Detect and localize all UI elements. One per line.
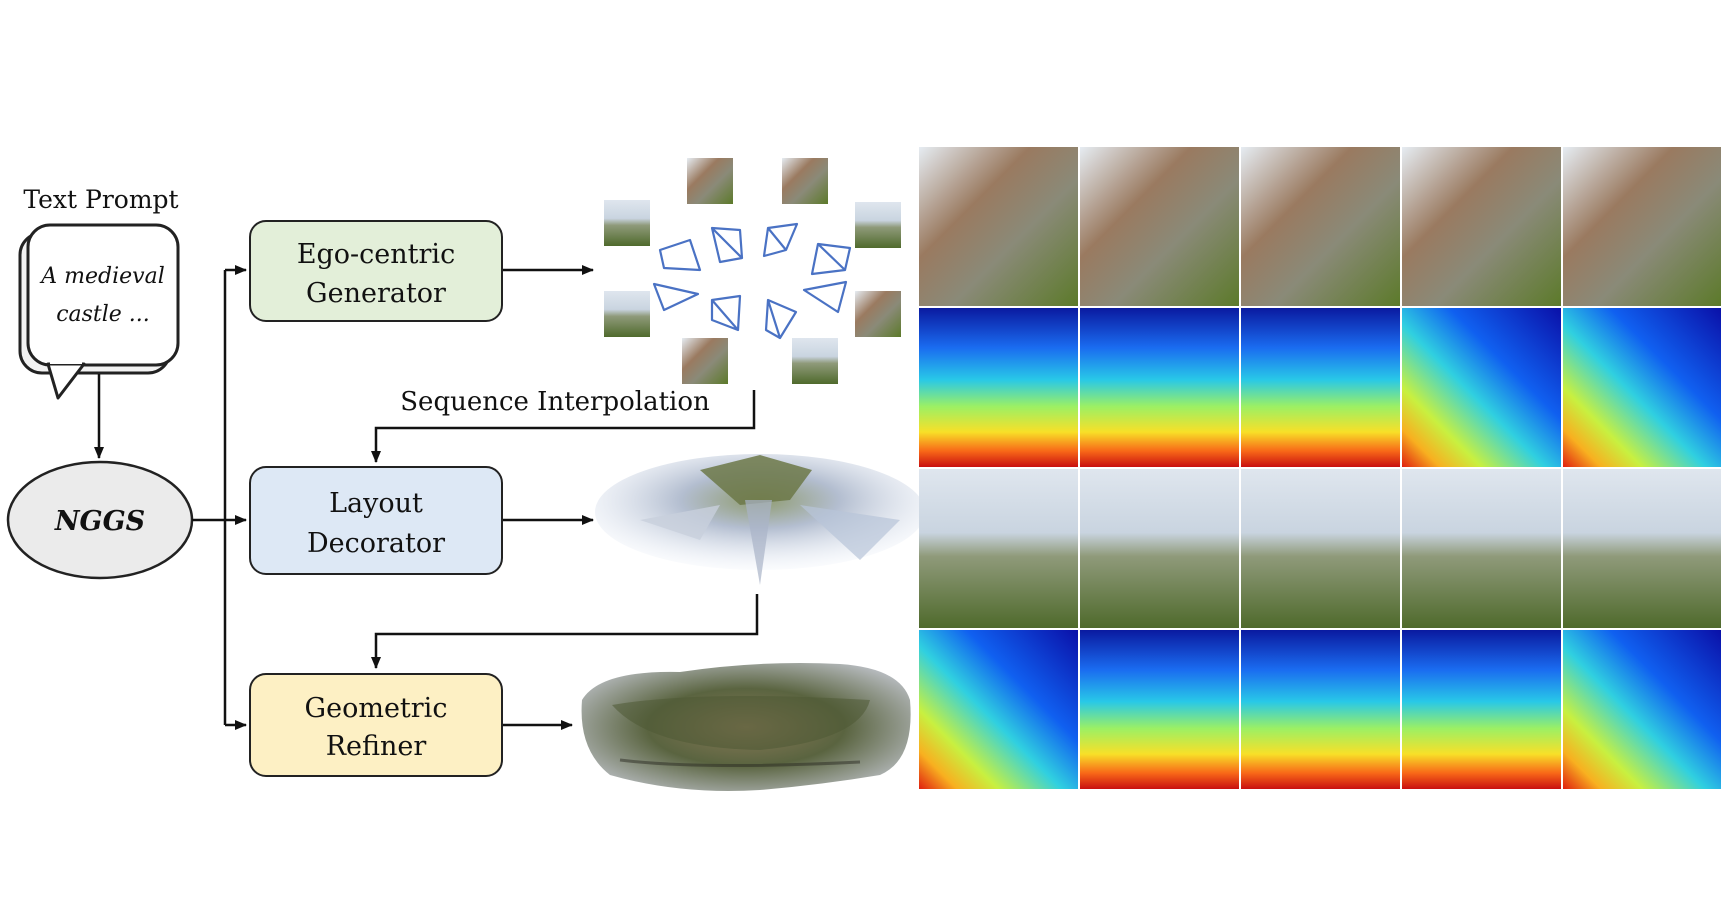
view-thumbnail bbox=[687, 158, 733, 204]
text-prompt-title: Text Prompt bbox=[23, 185, 178, 214]
view-thumbnail bbox=[855, 202, 901, 248]
grid-depth-cell bbox=[1563, 308, 1721, 467]
geo-label-2: Refiner bbox=[326, 731, 427, 762]
grid-rgb-cell bbox=[1080, 469, 1239, 628]
grid-rgb-cell bbox=[919, 147, 1078, 306]
prompt-line-1: A medieval bbox=[39, 264, 164, 289]
view-thumbnail bbox=[682, 338, 728, 384]
sequence-interpolation-label: Sequence Interpolation bbox=[400, 387, 710, 417]
grid-rgb-cell bbox=[1241, 147, 1400, 306]
camera-frustum bbox=[802, 280, 848, 314]
ego-centric-generator-box bbox=[249, 220, 503, 322]
view-thumbnail bbox=[604, 291, 650, 337]
grid-rgb-cell bbox=[1563, 469, 1721, 628]
grid-depth-cell bbox=[1563, 630, 1721, 789]
ego-label-1: Ego-centric bbox=[297, 239, 455, 270]
camera-frustum bbox=[764, 298, 798, 340]
nggs-label: NGGS bbox=[54, 506, 145, 537]
grid-depth-cell bbox=[1080, 630, 1239, 789]
result-grid bbox=[919, 147, 1721, 789]
view-thumbnail bbox=[855, 291, 901, 337]
geo-label-1: Geometric bbox=[305, 693, 448, 724]
grid-depth-cell bbox=[1402, 308, 1561, 467]
camera-frustum bbox=[710, 294, 742, 332]
grid-depth-cell bbox=[1241, 308, 1400, 467]
layout-label-2: Decorator bbox=[307, 528, 445, 559]
grid-rgb-cell bbox=[1080, 147, 1239, 306]
grid-rgb-cell bbox=[1402, 147, 1561, 306]
prompt-bubble: A medieval castle ... bbox=[18, 223, 180, 400]
arrow-pointcloud-to-geo bbox=[371, 594, 759, 669]
grid-rgb-cell bbox=[1241, 469, 1400, 628]
camera-frustum bbox=[710, 226, 744, 264]
geometric-refiner-box bbox=[249, 673, 503, 777]
grid-depth-cell bbox=[919, 308, 1078, 467]
ego-label-2: Generator bbox=[306, 278, 446, 309]
point-cloud-output bbox=[595, 454, 925, 585]
grid-depth-cell bbox=[1241, 630, 1400, 789]
arrow-sequence-interpolation bbox=[371, 390, 756, 463]
camera-frustum bbox=[810, 242, 852, 276]
camera-frustum bbox=[762, 222, 799, 258]
grid-depth-cell bbox=[1080, 308, 1239, 467]
camera-frustum bbox=[652, 282, 700, 312]
grid-rgb-cell bbox=[1563, 147, 1721, 306]
grid-rgb-cell bbox=[1402, 469, 1561, 628]
view-thumbnail bbox=[782, 158, 828, 204]
view-thumbnail bbox=[792, 338, 838, 384]
layout-decorator-box bbox=[249, 466, 503, 575]
prompt-line-2: castle ... bbox=[56, 302, 150, 327]
view-thumbnail bbox=[604, 200, 650, 246]
grid-depth-cell bbox=[919, 630, 1078, 789]
camera-ring bbox=[604, 158, 901, 384]
layout-label-1: Layout bbox=[329, 488, 423, 519]
mesh-output bbox=[581, 663, 911, 791]
grid-rgb-cell bbox=[919, 469, 1078, 628]
grid-depth-cell bbox=[1402, 630, 1561, 789]
camera-frustum bbox=[658, 238, 702, 272]
